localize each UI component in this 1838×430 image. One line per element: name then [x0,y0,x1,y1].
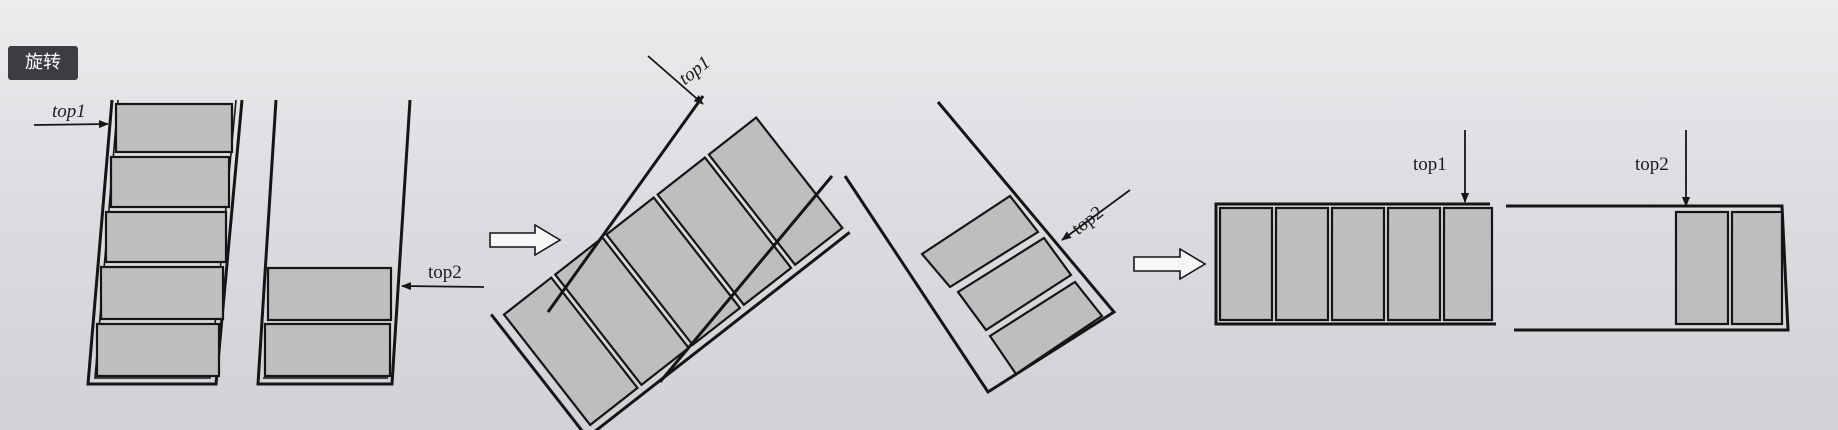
transition-arrow-2 [1133,247,1207,281]
stage1-top1-arrow [33,120,109,129]
stack1-cell [1274,206,1330,322]
stage3-stack1 [1214,202,1496,326]
stack2-cell [1730,210,1784,326]
rotate-button[interactable]: 旋转 [8,46,78,80]
stage2-top2-arrow [1061,189,1131,241]
stack2-cell [956,236,1073,332]
stack1-cell [1442,206,1494,322]
stack1-cell [114,102,234,154]
stack1-cell [656,156,793,307]
stack1-cell [604,196,742,347]
stack1-cell [95,322,221,378]
stack1-cell [99,265,225,321]
stage3-top1-label: top1 [1413,154,1447,175]
stage2-top1-arrow [647,55,704,105]
stack1-cell [1218,206,1274,322]
stack2-cell [920,194,1040,289]
stack1-cell [1386,206,1442,322]
stage1-stack1 [86,99,244,386]
stack2-cell [263,322,392,378]
stack1-cell [553,236,691,387]
stack1-cell [109,155,231,209]
stage3-stack2 [1506,204,1790,332]
stack1-cell [707,116,844,267]
stack1-cell [1330,206,1386,322]
stage1-top2-label: top2 [428,262,462,283]
stage2-stack1 [490,116,851,430]
stage1-top2-arrow [401,282,485,291]
stage3-top2-label: top2 [1635,154,1669,175]
transition-arrow-1 [489,223,562,257]
stack2-cell [988,280,1104,376]
stack1-cell [502,276,640,427]
stage1-stack2 [256,99,412,386]
stage2-stack2 [843,101,1117,395]
stack1-cell [104,210,228,264]
stack2-cell [266,266,393,322]
stage2-stack1-edge [546,95,834,383]
stack2-cell [1674,210,1730,326]
stage1-top1-label: top1 [52,101,86,122]
